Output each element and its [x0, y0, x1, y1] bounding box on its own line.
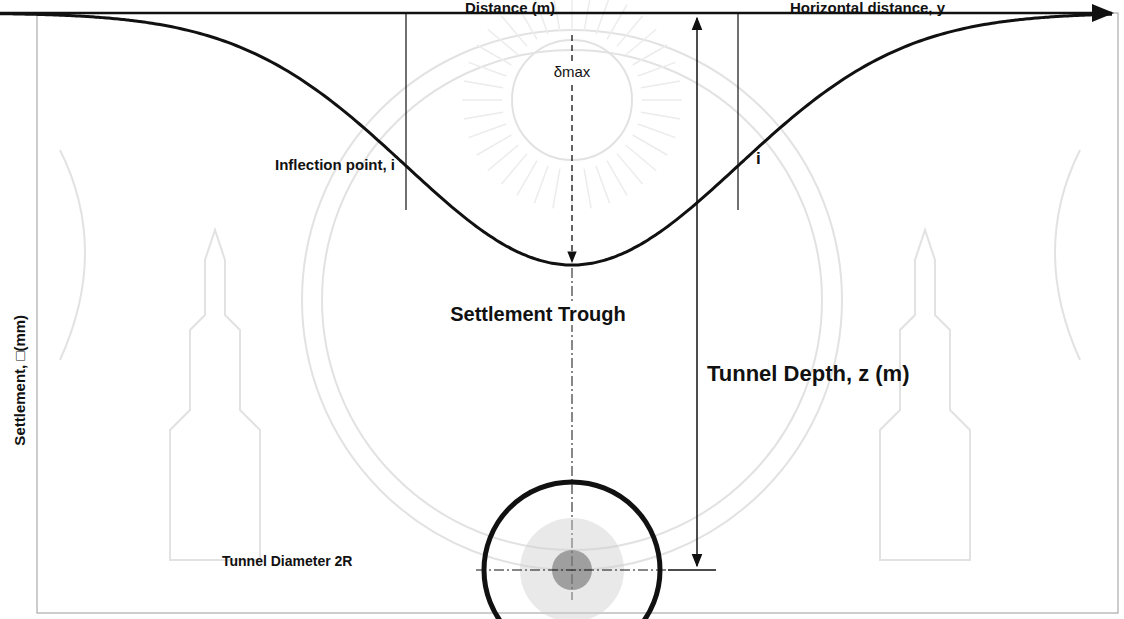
watermark-ray: [641, 81, 680, 88]
watermark-ray: [596, 166, 610, 204]
watermark-ray: [488, 145, 519, 171]
axis-title: Distance (m): [465, 0, 555, 17]
depth-arrow: [696, 18, 698, 566]
inflection-line: [737, 13, 738, 210]
tunnel-shade: [520, 518, 624, 619]
watermark-ray: [617, 154, 643, 185]
watermark-ray: [633, 45, 668, 65]
watermark-ray: [626, 29, 657, 55]
watermark-ray: [642, 99, 682, 101]
depth-label: Tunnel Depth, z (m): [707, 362, 909, 386]
tunnel-axis: [476, 570, 668, 571]
inflection-label: i: [756, 150, 761, 169]
watermark-ray: [638, 62, 676, 76]
watermark-ray: [596, 0, 610, 34]
watermark-ray: [464, 81, 503, 88]
watermark-ray: [501, 16, 527, 47]
watermark-ray: [641, 112, 680, 119]
settlement-axis-title: Settlement, □(mm): [12, 315, 29, 446]
watermark-ray: [553, 169, 560, 208]
axis-title: Horizontal distance, y: [790, 0, 945, 17]
watermark-ray: [607, 161, 627, 196]
watermark-ray: [617, 16, 643, 47]
watermark-ray: [488, 29, 519, 55]
watermark-ray: [517, 161, 537, 196]
watermark-ray: [462, 99, 502, 101]
watermark-ray: [469, 124, 507, 138]
tunnel-lining: [484, 482, 660, 619]
watermark-ray: [534, 166, 548, 204]
watermark-ray: [633, 135, 668, 155]
inflection-label: Inflection point, i: [275, 157, 395, 174]
watermark-ray: [477, 135, 512, 155]
depth-tick: [668, 569, 716, 570]
watermark-ray: [571, 0, 573, 30]
watermark-ray: [638, 124, 676, 138]
watermark-ray: [501, 154, 527, 185]
trough-label: Settlement Trough: [448, 303, 628, 325]
watermark-ray: [464, 112, 503, 119]
max-settlement-label: δmax: [552, 64, 593, 81]
watermark: [60, 30, 1080, 570]
watermark-ray: [584, 0, 591, 31]
settlement-curve: [0, 14, 1112, 265]
diameter-label: Tunnel Diameter 2R: [222, 554, 352, 569]
watermark-ray: [626, 145, 657, 171]
watermark-ray: [469, 62, 507, 76]
watermark-ray: [584, 169, 591, 208]
watermark-ray: [477, 45, 512, 65]
horizontal-axis: [0, 12, 1112, 15]
watermark-ray: [607, 5, 627, 40]
inflection-line: [405, 13, 406, 210]
